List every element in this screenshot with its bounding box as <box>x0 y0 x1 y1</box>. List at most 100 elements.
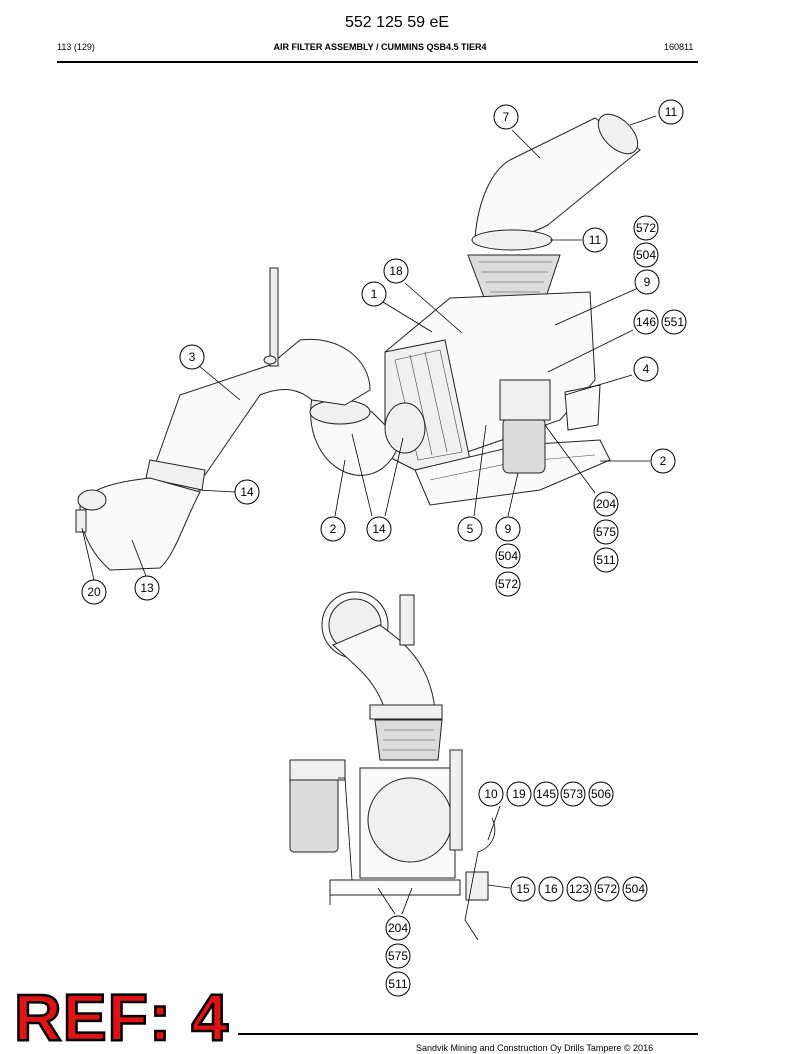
callout-572-bottom-label: 572 <box>597 882 617 896</box>
callout-145: 145 <box>533 781 559 807</box>
callout-14-left-label: 14 <box>240 485 254 499</box>
callout-511-bottom: 511 <box>385 971 411 997</box>
reference-label: REF: 4 <box>13 980 230 1054</box>
callout-511-bottom-label: 511 <box>388 977 407 991</box>
callout-11-mid-label: 11 <box>589 233 602 247</box>
callout-572-top: 572 <box>633 215 659 241</box>
hose-support-bracket <box>269 267 279 367</box>
callout-2-mid: 2 <box>320 516 346 542</box>
callout-145-label: 145 <box>536 787 556 801</box>
document-date: 160811 <box>664 42 694 52</box>
callout-16: 16 <box>538 876 564 902</box>
callout-572-top-label: 572 <box>636 221 656 235</box>
callout-1: 1 <box>361 281 387 307</box>
page-number: 113 (129) <box>57 42 95 52</box>
callout-11-top: 11 <box>658 99 684 125</box>
callout-511-top-label: 511 <box>596 553 615 567</box>
footer-divider <box>238 1033 698 1035</box>
callout-2-right-label: 2 <box>660 454 667 468</box>
callout-14-mid: 14 <box>366 516 392 542</box>
callout-10: 10 <box>478 781 504 807</box>
lower-elbow <box>79 477 201 571</box>
callout-123: 123 <box>566 876 592 902</box>
callout-573-label: 573 <box>563 787 583 801</box>
callout-7-label: 7 <box>503 110 510 124</box>
air-hose <box>154 338 371 476</box>
callout-19: 19 <box>506 781 532 807</box>
callout-204-top-label: 204 <box>596 497 616 511</box>
callout-15: 15 <box>510 876 536 902</box>
callout-146-label: 146 <box>636 315 656 329</box>
callout-572-mid-label: 572 <box>498 577 518 591</box>
callout-5: 5 <box>457 516 483 542</box>
document-number: 552 125 59 eE <box>344 14 450 31</box>
upper-assembly-view <box>75 113 641 571</box>
callout-504-top-label: 504 <box>636 248 656 262</box>
callout-9-top-label: 9 <box>644 275 651 289</box>
callout-572-bottom: 572 <box>594 876 620 902</box>
lower-clamp-band <box>369 704 443 720</box>
callout-573: 573 <box>560 781 586 807</box>
callout-551-label: 551 <box>664 315 684 329</box>
intake-pipe-clamp-top <box>597 113 639 155</box>
callout-506: 506 <box>588 781 614 807</box>
callout-575-bottom: 575 <box>385 943 411 969</box>
callout-10-label: 10 <box>484 787 498 801</box>
lower-assembly-view <box>289 591 496 941</box>
callout-14-left: 14 <box>234 479 260 505</box>
callout-4-label: 4 <box>643 362 650 376</box>
lower-housing-outlet <box>367 777 453 863</box>
header-divider <box>57 61 698 63</box>
callout-2-mid-label: 2 <box>330 522 337 536</box>
copyright-notice: Sandvik Mining and Construction Oy Drill… <box>416 1043 654 1053</box>
callout-3-label: 3 <box>189 350 196 364</box>
lower-base-frame <box>329 879 461 896</box>
lower-sensor-block <box>465 871 489 901</box>
callout-18: 18 <box>383 258 409 284</box>
lower-housing-side-panel <box>449 749 463 851</box>
callout-15-label: 15 <box>516 882 530 896</box>
callout-504-mid: 504 <box>495 543 521 569</box>
callout-504-mid-label: 504 <box>498 549 518 563</box>
section-title: AIR FILTER ASSEMBLY / CUMMINS QSB4.5 TIE… <box>273 42 487 52</box>
callout-19-label: 19 <box>512 787 526 801</box>
callout-13: 13 <box>134 575 160 601</box>
valve-fitting <box>75 509 87 533</box>
callout-575-top-label: 575 <box>596 525 616 539</box>
housing-inlet-collar <box>384 402 426 454</box>
callout-13-label: 13 <box>140 581 154 595</box>
callout-7: 7 <box>493 104 519 130</box>
separator-bowl <box>502 417 546 474</box>
intake-pipe-clamp-bottom <box>471 229 553 251</box>
callout-11-mid: 11 <box>582 227 608 253</box>
callout-9-mid-label: 9 <box>505 522 512 536</box>
callout-123-label: 123 <box>569 882 589 896</box>
callout-204-bottom: 204 <box>385 915 411 941</box>
callout-9-top: 9 <box>634 269 660 295</box>
callout-575-top: 575 <box>593 519 619 545</box>
leader-lines <box>81 115 657 915</box>
callout-146: 146 <box>633 309 659 335</box>
callout-20: 20 <box>81 579 107 605</box>
sensor-bracket <box>564 384 601 431</box>
callout-1-label: 1 <box>371 287 378 301</box>
callout-5-label: 5 <box>467 522 474 536</box>
callout-511-top: 511 <box>593 547 619 573</box>
callout-14-mid-label: 14 <box>372 522 386 536</box>
callout-18-label: 18 <box>389 264 403 278</box>
callout-11-top-label: 11 <box>665 105 678 119</box>
callout-204-top: 204 <box>593 491 619 517</box>
callout-3: 3 <box>179 344 205 370</box>
callout-16-label: 16 <box>544 882 558 896</box>
callout-504-bottom-label: 504 <box>625 882 645 896</box>
callout-504-bottom: 504 <box>622 876 648 902</box>
callout-506-label: 506 <box>591 787 611 801</box>
callout-551: 551 <box>661 309 687 335</box>
callout-504-top: 504 <box>633 242 659 268</box>
callout-2-right: 2 <box>650 448 676 474</box>
callout-4: 4 <box>633 356 659 382</box>
callout-9-mid: 9 <box>495 516 521 542</box>
callout-204-bottom-label: 204 <box>388 921 408 935</box>
lower-separator-body <box>289 771 339 853</box>
